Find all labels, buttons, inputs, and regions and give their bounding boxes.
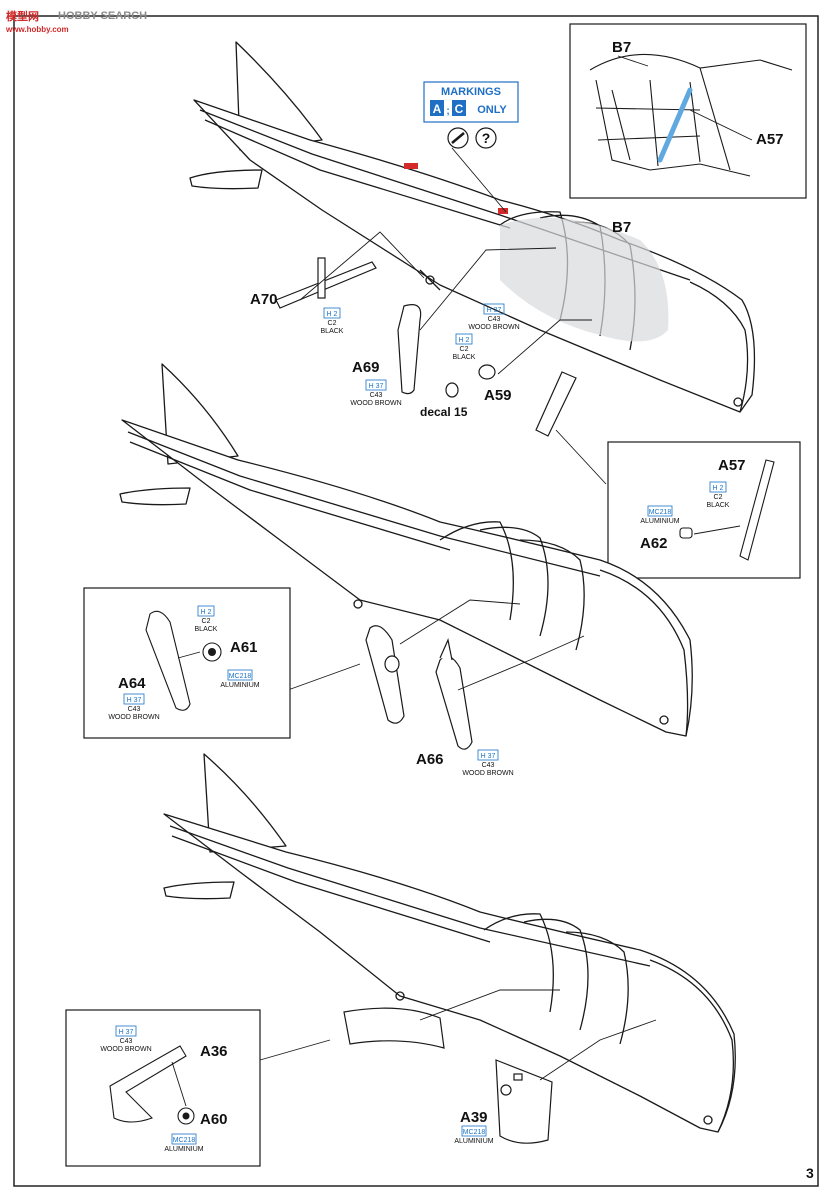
watermark: 模型网 HOBBY SEARCH www.hobby.com (5, 9, 147, 34)
svg-text:BLACK: BLACK (321, 328, 344, 335)
inset-b7: B7 A57 (569, 23, 807, 199)
inset-label-a64: A64 (118, 675, 146, 692)
part-a39 (495, 1059, 553, 1144)
markings-badge: MARKINGS A ; C ONLY (423, 81, 519, 123)
page-frame (13, 15, 819, 1187)
watermark-en: HOBBY SEARCH (58, 10, 147, 22)
paint-a69: H 37 C43 WOOD BROWN (350, 379, 402, 407)
svg-text:WOOD BROWN: WOOD BROWN (100, 1046, 151, 1053)
paint-a64: H 37 C43 WOOD BROWN (108, 693, 160, 721)
svg-text:MC218: MC218 (463, 1129, 486, 1136)
svg-text:WOOD BROWN: WOOD BROWN (350, 400, 401, 407)
markings-title: MARKINGS (441, 86, 501, 98)
paint-a62: MC218 ALUMINIUM (640, 505, 680, 525)
svg-text:BLACK: BLACK (707, 502, 730, 509)
paint-a59: H 2 C2 BLACK (453, 333, 476, 361)
part-a66 (435, 638, 473, 750)
svg-text:H 2: H 2 (201, 609, 212, 616)
page-number: 3 (806, 1165, 814, 1181)
watermark-url: www.hobby.com (5, 25, 69, 34)
svg-text:C2: C2 (202, 618, 211, 625)
svg-text:MC218: MC218 (229, 673, 252, 680)
svg-text:C43: C43 (120, 1038, 133, 1045)
paint-a57: H 2 C2 BLACK (707, 481, 730, 509)
svg-text:BLACK: BLACK (195, 626, 218, 633)
part-a59 (445, 364, 496, 398)
svg-text:H 2: H 2 (327, 311, 338, 318)
step1-leaders (299, 147, 607, 485)
step2-fuselage (119, 363, 693, 737)
markings-only: ONLY (477, 104, 507, 116)
glue-icon (447, 127, 469, 149)
paint-b7: H 37 C43 WOOD BROWN (468, 303, 520, 331)
svg-text:H 2: H 2 (459, 337, 470, 344)
svg-text:H 37: H 37 (127, 697, 142, 704)
step3-fuselage (163, 753, 736, 1133)
label-a39: A39 (460, 1109, 488, 1126)
label-a70: A70 (250, 291, 278, 308)
paint-a39: MC218 ALUMINIUM (454, 1125, 494, 1145)
part-a70 (275, 257, 377, 309)
inset-label-a62: A62 (640, 535, 668, 552)
part-a57-step1 (535, 371, 577, 437)
step3-leaders (259, 989, 657, 1081)
part-a69 (397, 304, 422, 395)
inset-label-a60: A60 (200, 1111, 228, 1128)
svg-text:ALUMINIUM: ALUMINIUM (220, 682, 259, 689)
inset-label-a36: A36 (200, 1043, 228, 1060)
svg-text:H 37: H 37 (369, 383, 384, 390)
svg-text:C2: C2 (714, 494, 723, 501)
svg-text:MC218: MC218 (173, 1137, 196, 1144)
inset-label-a57: A57 (756, 131, 784, 148)
inset-a36: A36 A60 H 37 C43 WOOD BROWN MC218 ALUMIN… (65, 1009, 261, 1167)
svg-text:H 37: H 37 (487, 307, 502, 314)
svg-text:C2: C2 (460, 346, 469, 353)
label-a66: A66 (416, 751, 444, 768)
paint-a60: MC218 ALUMINIUM (164, 1133, 204, 1153)
part-a64-assembled (365, 625, 405, 724)
markings-separator: ; (446, 106, 449, 117)
watermark-cn: 模型网 (6, 9, 39, 23)
inset-label-a57b: A57 (718, 457, 746, 474)
svg-text:ALUMINIUM: ALUMINIUM (454, 1138, 493, 1145)
svg-text:WOOD BROWN: WOOD BROWN (108, 714, 159, 721)
svg-text:C43: C43 (488, 316, 501, 323)
svg-text:H 37: H 37 (481, 753, 496, 760)
svg-text:ALUMINIUM: ALUMINIUM (640, 518, 679, 525)
svg-text:MC218: MC218 (649, 509, 672, 516)
markings-letter-a: A (433, 102, 442, 116)
paint-a61: H 2 C2 BLACK (195, 605, 218, 633)
paint-a70: H 2 C2 BLACK (321, 307, 344, 335)
label-b7: B7 (612, 219, 631, 236)
svg-text:H 37: H 37 (119, 1029, 134, 1036)
svg-text:?: ? (482, 130, 491, 146)
inset-label-b7: B7 (612, 39, 631, 56)
svg-text:WOOD BROWN: WOOD BROWN (462, 770, 513, 777)
paint-a36: H 37 C43 WOOD BROWN (100, 1025, 152, 1053)
svg-text:C2: C2 (328, 320, 337, 327)
inset-label-a61: A61 (230, 639, 258, 656)
step2-leaders (287, 599, 585, 691)
part-a36 (343, 1007, 445, 1049)
label-decal-15: decal 15 (420, 405, 468, 419)
svg-text:BLACK: BLACK (453, 354, 476, 361)
inset-a57: A57 A62 H 2 C2 BLACK MC218 ALUMINIUM (607, 441, 801, 579)
paint-a66: H 37 C43 WOOD BROWN (462, 749, 514, 777)
inset-a64: A61 A64 H 2 C2 BLACK MC218 ALUMINIUM H 3… (83, 587, 291, 739)
svg-text:C43: C43 (482, 762, 495, 769)
svg-text:C43: C43 (128, 706, 141, 713)
svg-text:WOOD BROWN: WOOD BROWN (468, 324, 519, 331)
question-icon: ? (475, 127, 497, 149)
svg-text:ALUMINIUM: ALUMINIUM (164, 1146, 203, 1153)
svg-text:C43: C43 (370, 392, 383, 399)
markings-letter-c: C (455, 102, 464, 116)
label-a59: A59 (484, 387, 512, 404)
label-a69: A69 (352, 359, 380, 376)
paint-a61-aluminium: MC218 ALUMINIUM (220, 669, 260, 689)
svg-text:H 2: H 2 (713, 485, 724, 492)
